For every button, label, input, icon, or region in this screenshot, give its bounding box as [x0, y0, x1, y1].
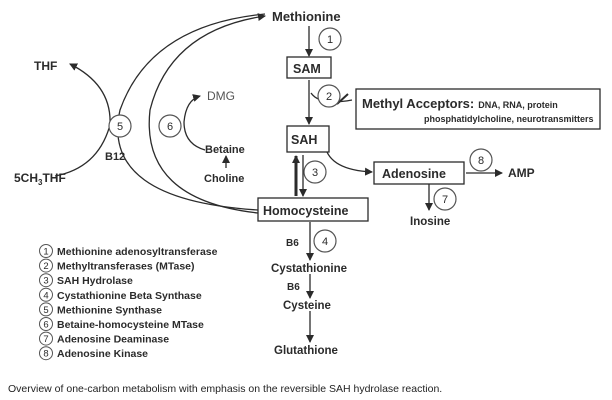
legend-label: Betaine-homocysteine MTase	[57, 319, 204, 331]
step-6-circle: 6	[158, 114, 182, 138]
legend-item: 1 Methionine adenosyltransferase	[39, 244, 218, 258]
legend-number: 2	[43, 261, 48, 272]
step-7-circle: 7	[433, 187, 457, 211]
choline-label: Choline	[204, 173, 244, 185]
step-2-circle: 2	[317, 84, 341, 108]
legend-item: 8 Adenosine Kinase	[39, 346, 148, 361]
legend-item: 4 Cystathionine Beta Synthase	[39, 287, 202, 302]
step-1-circle: 1	[318, 27, 342, 51]
sam-box	[286, 56, 332, 79]
svg-text:5: 5	[117, 121, 123, 133]
amp-label: AMP	[508, 166, 535, 180]
legend-number: 6	[43, 320, 48, 331]
svg-text:8: 8	[478, 155, 484, 167]
arrow-betaine-dmg	[183, 94, 206, 151]
homocysteine-box	[257, 197, 369, 222]
methyl-acceptors-detail: phosphatidylcholine, neurotransmitters	[424, 114, 594, 124]
legend-item: 7 Adenosine Deaminase	[39, 331, 169, 346]
legend-number-circle	[39, 273, 53, 288]
inhibition-bar	[336, 93, 349, 105]
step-8-circle: 8	[469, 148, 493, 172]
thf-label: THF	[34, 59, 57, 73]
svg-text:3: 3	[312, 167, 318, 179]
legend-item: 5 Methionine Synthase	[39, 302, 162, 317]
legend-item: 6 Betaine-homocysteine MTase	[39, 317, 204, 331]
svg-text:6: 6	[167, 121, 173, 133]
legend-number: 4	[43, 290, 48, 301]
legend-number: 8	[43, 349, 48, 360]
legend-number: 7	[43, 334, 48, 345]
legend-label: Methionine adenosyltransferase	[57, 246, 218, 258]
adenosine-box	[373, 161, 465, 185]
legend-number: 3	[43, 276, 48, 287]
methyl-acceptors-box	[355, 88, 601, 130]
b6-label-lower: B6	[287, 282, 300, 293]
sah-label: SAH	[291, 133, 317, 147]
legend-label: Methyltransferases (MTase)	[57, 261, 195, 273]
legend-number-circle	[39, 331, 53, 346]
legend-label: Methionine Synthase	[57, 304, 162, 316]
betaine-label: Betaine	[205, 144, 245, 156]
legend-number-circle	[39, 244, 53, 258]
legend-label: Cystathionine Beta Synthase	[57, 290, 202, 302]
cystathionine-label: Cystathionine	[271, 263, 347, 275]
step-3-circle: 3	[303, 160, 327, 184]
legend-label: SAH Hydrolase	[57, 275, 133, 287]
legend-number-circle	[39, 287, 53, 302]
legend-number-circle	[39, 317, 53, 331]
dmg-label: DMG	[207, 89, 235, 103]
legend-number-circle	[39, 258, 53, 273]
legend-item: 3 SAH Hydrolase	[39, 273, 133, 288]
legend-label: Adenosine Deaminase	[57, 334, 169, 346]
methionine-label: Methionine	[272, 9, 341, 24]
legend-number: 5	[43, 305, 48, 316]
svg-text:4: 4	[322, 236, 328, 248]
b6-label-upper: B6	[286, 238, 299, 249]
arc-methionine-synthase	[117, 13, 266, 211]
svg-text:1: 1	[327, 34, 333, 46]
step-4-circle: 4	[313, 229, 337, 253]
inosine-label: Inosine	[410, 216, 450, 228]
sah-box	[286, 125, 330, 153]
legend-number: 1	[43, 247, 48, 258]
sam-label: SAM	[293, 62, 321, 76]
b12-label: B12	[105, 151, 125, 163]
methyl-acceptors-label: Methyl Acceptors:DNA, RNA, protein	[362, 96, 558, 111]
legend-label: Adenosine Kinase	[57, 348, 148, 360]
arrow-sah-adenosine	[324, 145, 373, 176]
svg-text:2: 2	[326, 91, 332, 103]
adenosine-label: Adenosine	[382, 167, 446, 181]
legend: 1 Methionine adenosyltransferase 2 Methyltr…	[39, 244, 218, 361]
cysteine-label: Cysteine	[283, 300, 331, 312]
glutathione-label: Glutathione	[274, 345, 338, 357]
arrow-methylthf-thf	[54, 63, 111, 177]
methyl-thf-label: 5CH3THF	[14, 171, 66, 187]
step-5-circle: 5	[108, 114, 132, 138]
legend-number-circle	[39, 302, 53, 317]
step-circles: 1 2 3 4 5 6 7 8	[108, 27, 493, 253]
homocysteine-label: Homocysteine	[263, 204, 348, 218]
figure-caption: Overview of one-carbon metabolism with e…	[8, 383, 443, 395]
arc-bhmt	[148, 13, 266, 214]
svg-text:7: 7	[442, 194, 448, 206]
legend-number-circle	[39, 346, 53, 361]
legend-item: 2 Methyltransferases (MTase)	[39, 258, 195, 273]
